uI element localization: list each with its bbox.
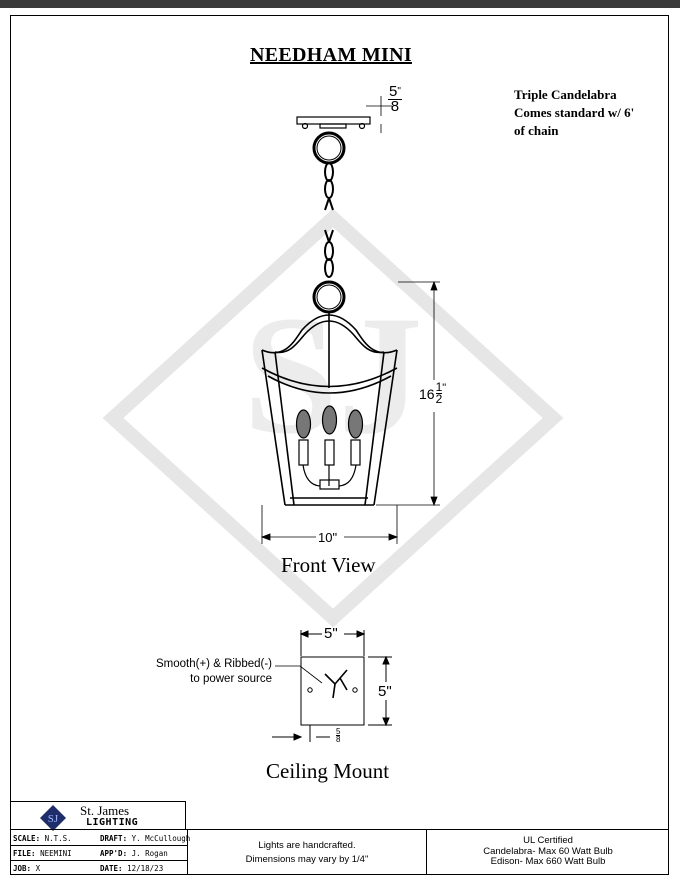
handcrafted-line: Lights are handcrafted.: [258, 840, 356, 851]
date-field: DATE: 12/18/23: [100, 864, 163, 873]
canopy-denominator: 8: [390, 98, 400, 115]
ceiling-mount-label: Ceiling Mount: [266, 759, 390, 783]
mount-width-label: 5": [324, 625, 338, 642]
certification-line: Edison- Max 660 Watt Bulb: [490, 856, 606, 867]
mount-thickness-label: 5 8: [336, 727, 341, 744]
date-label: DATE:: [100, 864, 123, 873]
chain-lower: [324, 229, 334, 278]
candelabra: [295, 405, 364, 490]
draft-field: DRAFT: Y. McCullough: [100, 834, 190, 843]
lantern-frame: [261, 312, 398, 506]
thickness-numerator: 5: [336, 727, 341, 736]
spec-notes: Triple Candelabra Comes standard w/ 6' o…: [514, 86, 634, 140]
width-dimension: [260, 505, 399, 544]
title-block-divider: [10, 845, 187, 846]
spec-line: Comes standard w/ 6': [514, 105, 635, 120]
company-name: St. James: [80, 803, 130, 818]
scale-label: SCALE:: [13, 834, 41, 843]
certification-note: UL Certified Candelabra- Max 60 Watt Bul…: [427, 829, 669, 875]
appd-value: J. Rogan: [131, 849, 168, 858]
appd-label: APP'D:: [100, 849, 128, 858]
wire-note: Smooth(+) & Ribbed(-) to power source: [140, 657, 272, 687]
canopy-unit: ": [397, 86, 401, 97]
draft-value: Y. McCullough: [131, 834, 191, 843]
wire-note-line: to power source: [190, 673, 272, 685]
draft-label: DRAFT:: [100, 834, 128, 843]
company-subtitle: LIGHTING: [86, 817, 139, 828]
thickness-denominator: 8: [336, 735, 341, 744]
company-logo-box: [10, 801, 186, 829]
spec-line: of chain: [514, 123, 559, 138]
drawing-frame: [10, 15, 669, 875]
height-unit: ": [442, 382, 447, 394]
ceiling-mount-plate: [272, 630, 392, 742]
file-field: FILE: NEEMINI: [13, 849, 72, 858]
height-numerator: 1: [435, 380, 443, 394]
chain-upper: [324, 162, 334, 211]
height-dimension: [376, 280, 440, 507]
canopy-numerator: 5: [389, 83, 398, 100]
wire-note-line: Smooth(+) & Ribbed(-): [156, 658, 272, 670]
width-label: 10": [318, 530, 338, 545]
handcrafted-note: Lights are handcrafted. Dimensions may v…: [187, 829, 427, 875]
certification-line: Candelabra- Max 60 Watt Bulb: [483, 845, 613, 857]
canopy: [296, 116, 371, 165]
handcrafted-line: Dimensions may vary by 1/4": [245, 854, 369, 865]
spec-line: Triple Candelabra: [514, 87, 617, 102]
canopy-dimension: [366, 96, 392, 133]
top-bar: [0, 0, 680, 8]
page-title: NEEDHAM MINI: [250, 44, 412, 66]
height-denominator: 2: [435, 392, 443, 406]
title-block-divider: [10, 860, 187, 861]
canopy-height-label: 5" 8: [388, 83, 402, 115]
logo-text: SJ: [48, 813, 59, 825]
front-view-label: Front View: [281, 553, 376, 577]
date-value: 12/18/23: [127, 864, 164, 873]
title-block: [10, 829, 669, 875]
watermark-text: SJ: [243, 281, 423, 469]
job-field: JOB: X: [13, 864, 40, 873]
file-value: NEEMINI: [40, 849, 72, 858]
appd-field: APP'D: J. Rogan: [100, 849, 168, 858]
file-label: FILE:: [13, 849, 36, 858]
certification-line: UL Certified: [523, 835, 573, 846]
height-whole: 16: [419, 385, 435, 402]
height-label: 16 1 2 ": [419, 380, 447, 406]
scale-value: N.T.S.: [44, 834, 72, 843]
job-label: JOB:: [13, 864, 32, 873]
scale-field: SCALE: N.T.S.: [13, 834, 72, 843]
job-value: X: [35, 864, 41, 873]
company-logo: SJ: [40, 805, 66, 831]
mount-depth-label: 5": [378, 683, 392, 700]
